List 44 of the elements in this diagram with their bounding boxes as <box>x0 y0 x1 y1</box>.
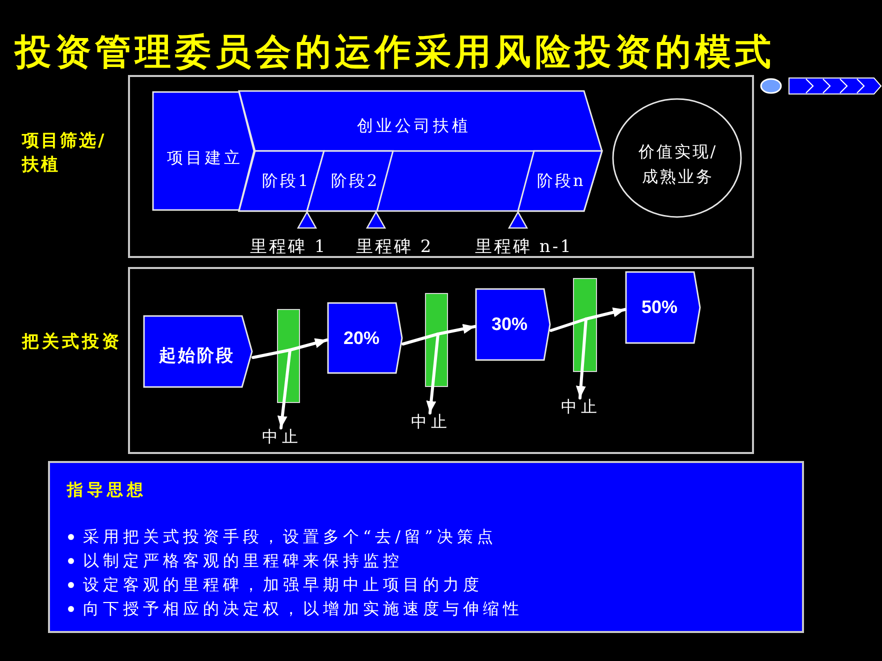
bullet-text: 采用把关式投资手段，设置多个“去/留”决策点 <box>83 527 497 547</box>
bullet-text: 以制定严格客观的里程碑来保持监控 <box>83 551 403 571</box>
gate-bar <box>573 278 597 372</box>
node-label: 起始阶段 <box>159 346 235 366</box>
node-label: 50% <box>640 296 679 318</box>
row-heading: 把关式投资 <box>22 332 122 352</box>
slide-title: 投资管理委员会的运作采用风险投资的模式 <box>15 33 775 73</box>
stop-label: 中止 <box>411 413 451 431</box>
node-label: 阶段1 <box>262 171 310 191</box>
arrow-connector <box>288 338 328 352</box>
gate-bar <box>425 293 448 387</box>
node-label: 项目建立 <box>167 148 243 168</box>
gate-bar <box>277 309 300 403</box>
pentagon-arrow-shape <box>143 315 253 388</box>
arrow-connector <box>576 318 588 400</box>
node-label: 30% <box>490 313 529 335</box>
milestone-label: 里程碑 1 <box>250 237 328 257</box>
panel-frame <box>128 75 754 258</box>
pentagon-arrow-shape <box>327 302 403 374</box>
bullet-text: 向下授予相应的决定权，以增加实施速度与伸缩性 <box>83 599 523 619</box>
node-label: 阶段2 <box>331 171 380 191</box>
arrow-connector <box>584 307 626 320</box>
guidance-panel <box>48 461 804 633</box>
stage-segment <box>518 151 602 211</box>
milestone-label: 里程碑 2 <box>356 237 434 257</box>
section-heading: 指导思想 <box>67 480 147 500</box>
pentagon-arrow-shape <box>625 271 701 344</box>
pentagon-arrow-shape <box>475 288 551 361</box>
node-label: 价值实现/成熟业务 <box>637 141 719 188</box>
stop-label: 中止 <box>561 398 601 416</box>
milestone-label: 里程碑 n-1 <box>475 237 573 257</box>
panel-frame <box>128 267 754 454</box>
arrow-connector <box>277 348 292 430</box>
stage-segment <box>307 151 393 211</box>
ellipse-shape <box>612 98 742 218</box>
row-heading: 项目筛选/扶植 <box>22 130 108 177</box>
bullet-text: 设定客观的里程碑，加强早期中止项目的力度 <box>83 575 483 595</box>
stage-segment <box>239 151 324 211</box>
arrow-connector <box>426 332 440 414</box>
node-label: 20% <box>342 327 381 349</box>
arrow-connector <box>436 324 476 336</box>
node-label: 阶段n <box>537 171 586 191</box>
stop-label: 中止 <box>262 428 302 446</box>
node-label: 创业公司扶植 <box>357 116 471 136</box>
